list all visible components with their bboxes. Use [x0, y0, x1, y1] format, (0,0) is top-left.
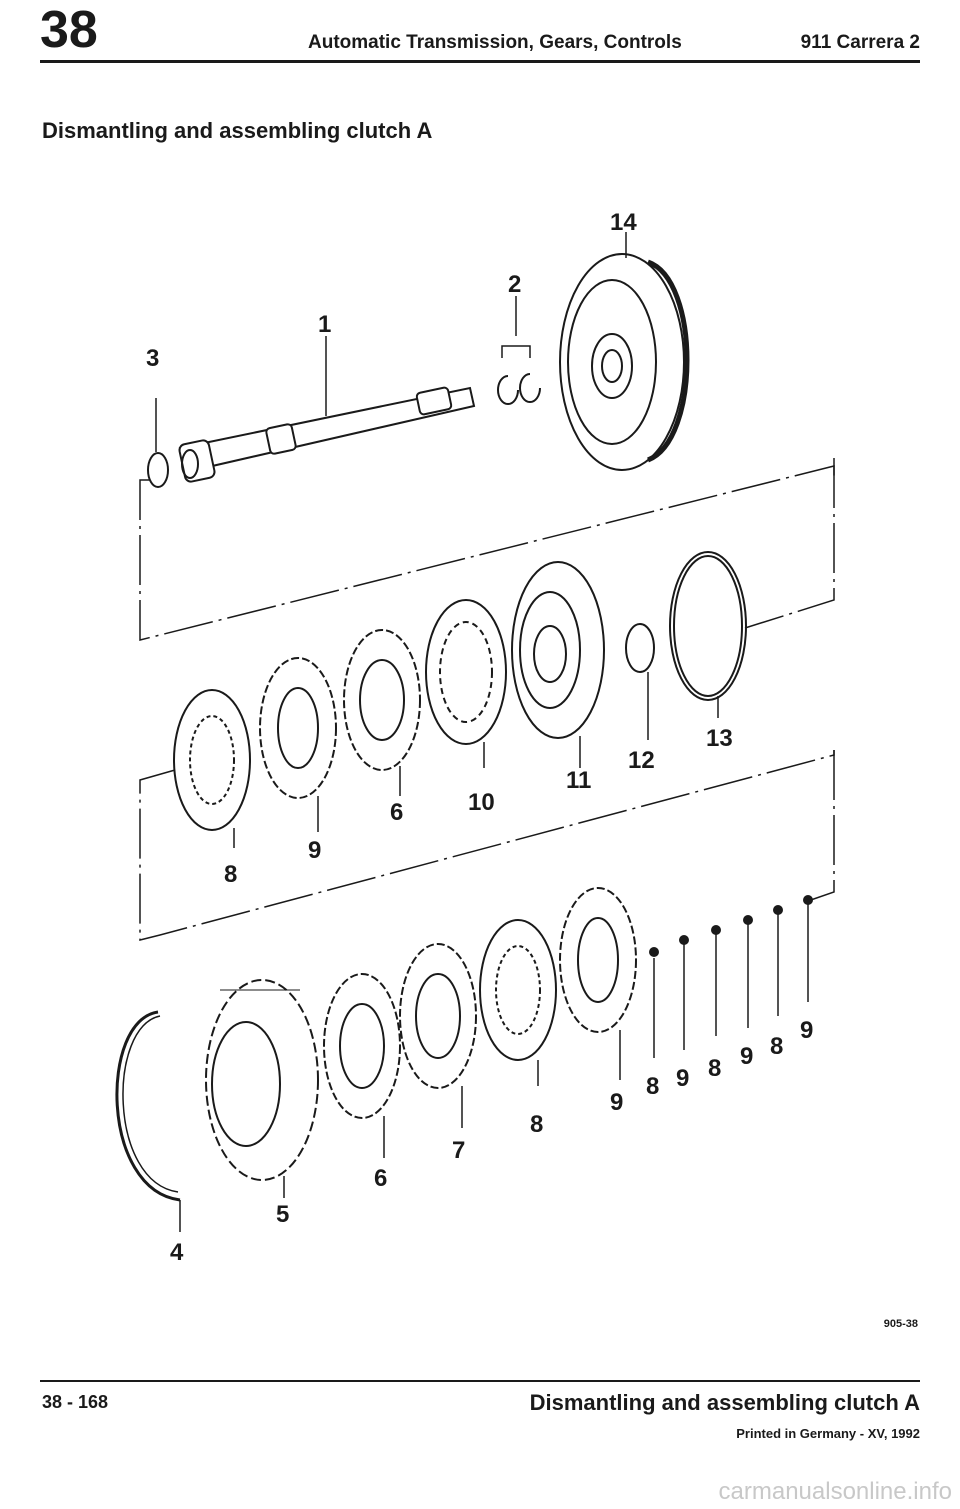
steel-plate-8-bottom — [479, 919, 557, 1061]
callout-12: 12 — [628, 747, 655, 774]
clutch-drum-14 — [559, 253, 690, 471]
callout-1: 1 — [318, 311, 331, 338]
spring-plate-10 — [425, 599, 507, 745]
header-model: 911 Carrera 2 — [800, 32, 920, 53]
o-ring-3 — [147, 452, 169, 488]
callout-11: 11 — [566, 767, 591, 794]
callout-8-top: 8 — [224, 861, 237, 888]
footer-page-number: 38 - 168 — [42, 1392, 109, 1412]
o-ring-13 — [669, 551, 747, 701]
watermark: carmanualsonline.info — [718, 1478, 952, 1505]
callout-4: 4 — [170, 1239, 184, 1266]
lined-plate-9-top — [259, 657, 337, 799]
assembly-guide-2 — [139, 750, 835, 941]
callout-13: 13 — [706, 725, 733, 752]
callout-9-c: 9 — [676, 1065, 689, 1092]
callout-7: 7 — [452, 1137, 465, 1164]
callout-8-e: 8 — [770, 1033, 783, 1060]
section-number: 38 — [40, 1, 98, 59]
o-ring-12 — [625, 623, 655, 673]
figure-code: 905-38 — [883, 1318, 918, 1330]
stack-dots — [649, 895, 813, 957]
assembly-guide-1 — [139, 458, 835, 641]
callout-6-bottom: 6 — [374, 1165, 387, 1192]
callout-9-d: 9 — [740, 1043, 753, 1070]
snap-ring-4 — [115, 1010, 181, 1202]
exploded-view-diagram: 1 2 3 14 8 9 6 10 11 12 13 4 5 6 7 8 9 8… — [115, 209, 835, 1266]
header-title: Automatic Transmission, Gears, Controls — [308, 32, 682, 53]
callout-3: 3 — [146, 345, 159, 372]
shaft — [178, 386, 476, 483]
callout-9-e: 9 — [800, 1017, 813, 1044]
lined-plate-6-top — [343, 629, 421, 771]
footer-title: Dismantling and assembling clutch A — [529, 1390, 920, 1415]
callout-14: 14 — [610, 209, 637, 236]
callout-9-top: 9 — [308, 837, 321, 864]
lined-plate-9-bottom — [559, 887, 637, 1033]
circlips-2 — [497, 373, 541, 405]
header-rule — [40, 60, 920, 63]
footer-rule — [40, 1380, 920, 1382]
steel-plate-8-top — [173, 689, 251, 831]
callout-8-d: 8 — [708, 1055, 721, 1082]
piston-11 — [511, 561, 605, 739]
callout-8-c: 8 — [646, 1073, 659, 1100]
callout-2: 2 — [508, 271, 521, 298]
lined-plate-7 — [399, 943, 477, 1089]
clutch-hub-5 — [205, 979, 319, 1181]
footer-printed: Printed in Germany - XV, 1992 — [736, 1426, 920, 1441]
lined-plate-6-bottom — [323, 973, 401, 1119]
page-title: Dismantling and assembling clutch A — [42, 118, 433, 143]
callout-6-top: 6 — [390, 799, 403, 826]
callout-8-bottom: 8 — [530, 1111, 543, 1138]
callout-5: 5 — [276, 1201, 289, 1228]
callout-10: 10 — [468, 789, 495, 816]
leader-lines — [155, 232, 809, 1232]
callout-9-b: 9 — [610, 1089, 623, 1116]
